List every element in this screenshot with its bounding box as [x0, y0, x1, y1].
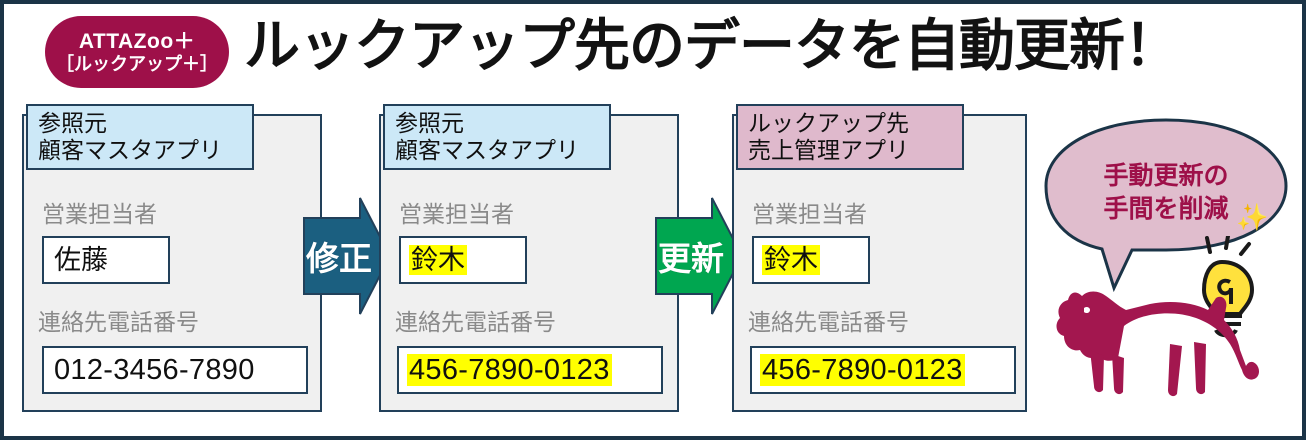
card-1-label-sales-rep: 営業担当者 [42, 201, 157, 227]
arrow-update-shape [655, 197, 744, 315]
lion-icon [1046, 266, 1266, 421]
card-3-field-phone[interactable]: 456-7890-0123 [750, 346, 1016, 394]
card-3-label-sales-rep: 営業担当者 [752, 201, 867, 227]
card-2-header: 参照元 顧客マスタアプリ [383, 104, 611, 170]
card-2-value-sales-rep: 鈴木 [409, 244, 467, 276]
card-3-field-sales-rep[interactable]: 鈴木 [752, 236, 870, 284]
card-1-header: 参照元 顧客マスタアプリ [26, 104, 254, 170]
badge-line1: ATTAZoo＋ [78, 30, 196, 54]
page-title: ルックアップ先のデータを自動更新！ [244, 14, 1180, 77]
card-1-field-phone[interactable]: 012-3456-7890 [42, 346, 308, 394]
arrow-fix-label: 修正 [306, 240, 372, 277]
arrow-update-label: 更新 [658, 240, 724, 277]
card-3-value-sales-rep: 鈴木 [762, 244, 820, 276]
sparkle-icon: ✨ [1236, 202, 1269, 232]
speech-bubble: 手動更新の 手間を削減 ✨ [1040, 116, 1292, 294]
badge-line2: ［ルックアップ＋］ [56, 53, 218, 74]
card-2-field-sales-rep[interactable]: 鈴木 [399, 236, 527, 284]
card-3-value-phone: 456-7890-0123 [760, 353, 965, 387]
arrow-fix-shape [303, 197, 392, 315]
card-1-value-sales-rep: 佐藤 [54, 244, 108, 275]
card-2-value-phone: 456-7890-0123 [407, 353, 612, 387]
card-3-label-phone: 連絡先電話番号 [748, 309, 909, 335]
card-2-label-phone: 連絡先電話番号 [395, 309, 556, 335]
card-2-label-sales-rep: 営業担当者 [399, 201, 514, 227]
speech-bubble-text: 手動更新の 手間を削減 [1103, 162, 1229, 223]
arrow-fix: 修正 [302, 196, 392, 316]
speech-bubble-shape [1044, 118, 1288, 293]
card-1-field-sales-rep[interactable]: 佐藤 [42, 236, 170, 284]
arrow-update: 更新 [654, 196, 744, 316]
card-1-label-phone: 連絡先電話番号 [38, 309, 199, 335]
card-1-value-phone: 012-3456-7890 [54, 353, 255, 386]
card-2-field-phone[interactable]: 456-7890-0123 [397, 346, 663, 394]
product-badge: ATTAZoo＋ ［ルックアップ＋］ [45, 16, 229, 88]
card-3-header: ルックアップ先 売上管理アプリ [736, 104, 964, 170]
